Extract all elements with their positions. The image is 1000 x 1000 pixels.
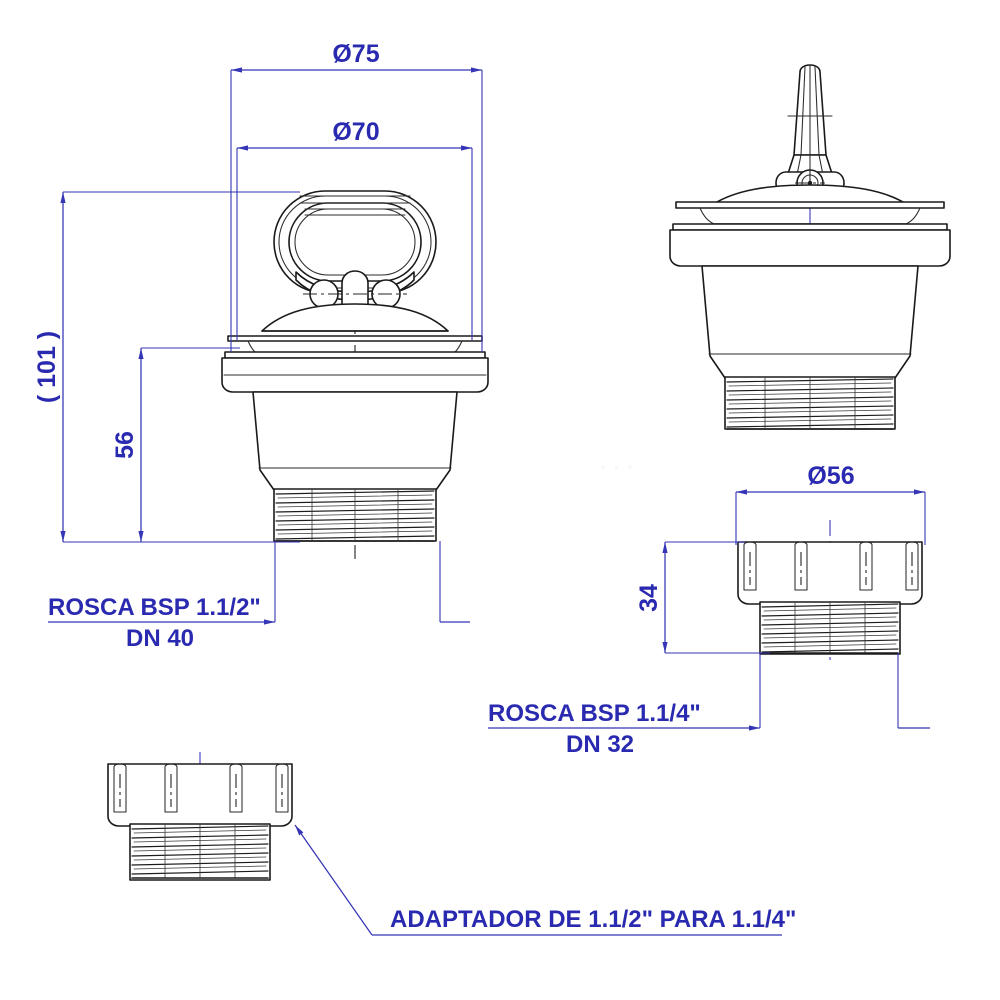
dimension-height56 [138, 347, 280, 543]
dimension-label-dia70: Ø70 [332, 118, 379, 146]
dimension-label-height101: ( 101 ) [33, 331, 61, 403]
thread-section-bsp-1-1-2 [273, 488, 437, 542]
adapter-rib-section [737, 541, 923, 605]
leader-rosca-bsp-1-1-2 [48, 541, 470, 625]
adapter-bottom-thread-section [129, 823, 271, 881]
adapter-view-bottom [107, 752, 293, 881]
adapter-right-dimensions: Ø56 34 ROSCA BSP 1.1/4" DN 32 [488, 462, 930, 758]
leader-rosca-bsp-1-1-4 [488, 653, 930, 731]
adapter-ribs [743, 541, 919, 591]
front-view-drain-body [221, 190, 489, 560]
adapter-view-right [737, 520, 923, 660]
handle-hinge-assembly [295, 270, 415, 309]
watermark: · · · [600, 455, 634, 480]
note-rosca-bsp-1-1-2-line1: ROSCA BSP 1.1/2" [48, 594, 261, 621]
side-view-drain-body [669, 64, 951, 430]
side-flange-ring [669, 223, 951, 267]
side-body-taper [701, 265, 919, 379]
dimension-label-height56: 56 [111, 431, 139, 459]
raised-handle [785, 64, 835, 181]
note-adaptador: ADAPTADOR DE 1.1/2" PARA 1.1/4" [390, 906, 796, 933]
flange-ring [221, 351, 489, 393]
dimension-height34 [662, 541, 770, 654]
drain-body-taper [252, 391, 458, 491]
leader-adaptador [294, 824, 782, 936]
adapter-right-thread-section [759, 601, 901, 655]
front-view-dimensions: Ø75 Ø70 ( 101 ) 56 [33, 40, 483, 652]
dimension-label-dia56: Ø56 [807, 462, 854, 490]
svg-text:· · ·: · · · [600, 455, 634, 480]
adapter-bottom-ribs [113, 763, 289, 813]
adapter-bottom-rib-section [107, 763, 293, 827]
note-rosca-bsp-1-1-2-line2: DN 40 [126, 625, 194, 652]
dimension-dia75 [230, 67, 483, 352]
side-thread-section [724, 376, 896, 430]
note-rosca-bsp-1-1-4-line1: ROSCA BSP 1.1/4" [488, 700, 701, 727]
stopper-cap [227, 303, 483, 358]
dimension-label-dia75: Ø75 [332, 40, 379, 68]
note-rosca-bsp-1-1-4-line2: DN 32 [566, 731, 634, 758]
side-stopper-cap [675, 184, 945, 225]
dimension-dia56 [735, 489, 926, 545]
dimension-dia70 [236, 145, 473, 340]
pull-handle-ring [273, 190, 437, 294]
dimension-label-height34: 34 [635, 584, 663, 612]
